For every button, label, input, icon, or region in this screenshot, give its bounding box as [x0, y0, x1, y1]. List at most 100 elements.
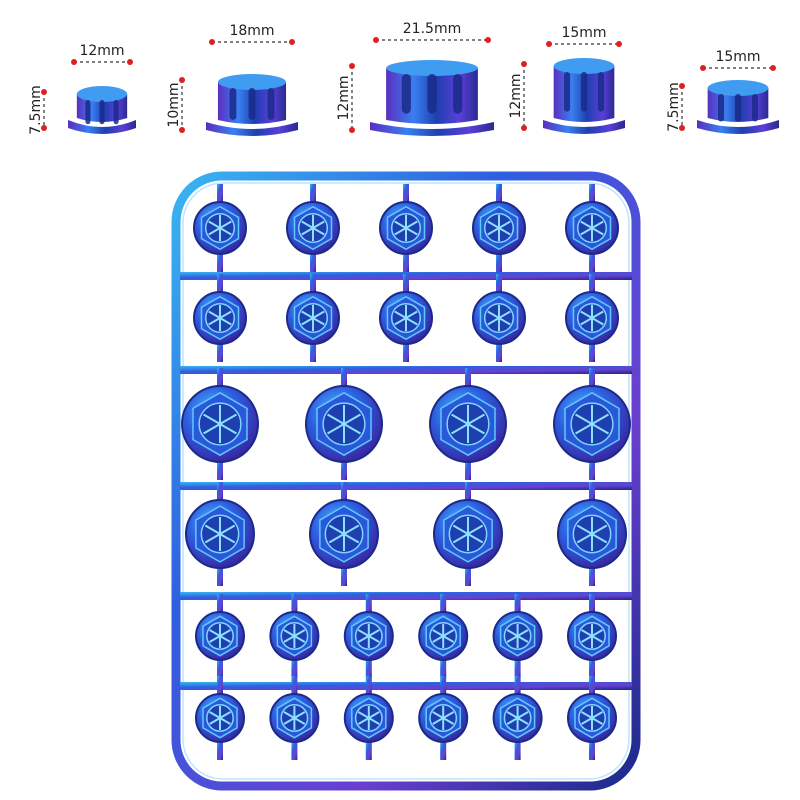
- nut-slot: [229, 88, 237, 120]
- nut-slot: [427, 74, 437, 114]
- sprue-nut: [567, 676, 617, 760]
- nut-slot: [85, 100, 91, 125]
- sprue-gate: [403, 344, 409, 362]
- sprue-gate: [589, 482, 595, 500]
- nut-top: [707, 80, 769, 96]
- sprue-gate: [365, 660, 372, 678]
- dimension-marker: [521, 125, 527, 131]
- height-label: 7.5mm: [28, 85, 44, 135]
- sprue-nut: [418, 676, 469, 760]
- sprue-gate: [514, 676, 521, 694]
- sprue-gate: [440, 594, 447, 612]
- sprue-nut: [565, 274, 619, 362]
- sprue-gate: [217, 482, 223, 500]
- sprue-nut: [181, 368, 259, 480]
- nut-spoke: [487, 220, 511, 236]
- dimension-marker: [71, 59, 77, 65]
- width-label: 15mm: [715, 49, 760, 65]
- sprue-gate: [440, 660, 447, 678]
- sprue-nut: [193, 274, 247, 362]
- sprue-gate: [217, 344, 223, 362]
- sprue-gate: [403, 184, 409, 202]
- sprue-gate: [589, 368, 595, 386]
- sprue-gate: [496, 274, 502, 292]
- sprue-gate: [589, 184, 595, 202]
- nut-slot: [734, 94, 742, 122]
- sprue-frame: [171, 171, 641, 791]
- sprue-nut: [429, 368, 507, 480]
- sprue-nut: [472, 184, 526, 272]
- sprue-nut: [343, 594, 394, 678]
- sprue-gate: [217, 568, 223, 586]
- sprue-gate: [365, 594, 372, 612]
- sprue-runner: [180, 366, 632, 374]
- dimension-marker: [770, 65, 776, 71]
- sprue-nut: [309, 482, 379, 586]
- width-label: 12mm: [79, 43, 124, 59]
- sprue-nut: [343, 676, 394, 760]
- dimension-marker: [546, 41, 552, 47]
- sprue-gate: [465, 368, 471, 386]
- nut-spoke: [575, 413, 609, 435]
- dimension-marker: [616, 41, 622, 47]
- nut-spoke: [581, 629, 603, 643]
- sprue-gate: [310, 184, 316, 202]
- sprue-gate: [310, 274, 316, 292]
- nut-slot: [401, 74, 411, 114]
- sprue-nut: [553, 368, 631, 480]
- nut-slot: [717, 94, 725, 122]
- sprue-gate: [217, 742, 223, 760]
- nut-spoke: [394, 310, 418, 326]
- sprue-nut: [195, 594, 245, 678]
- nut-spoke: [301, 220, 325, 236]
- dimension-marker: [179, 77, 185, 83]
- nut-slot: [113, 100, 119, 125]
- dimension-marker: [289, 39, 295, 45]
- sprue-nut: [379, 274, 433, 362]
- sprue-gate: [589, 274, 595, 292]
- nut-top: [553, 58, 615, 74]
- nut-top: [76, 86, 128, 102]
- nut-flange: [543, 120, 625, 134]
- sprue-nut: [269, 594, 320, 678]
- nut-top: [386, 60, 478, 76]
- nut-spoke: [506, 629, 529, 643]
- nut-spoke: [432, 629, 455, 643]
- nut-flange: [697, 120, 779, 134]
- sprue-nut: [379, 184, 433, 272]
- sprue-runner: [180, 482, 632, 490]
- nut-slot: [580, 72, 588, 112]
- sprue-gate: [496, 184, 502, 202]
- sprue-gate: [403, 274, 409, 292]
- sprue-gate: [514, 660, 521, 678]
- nut-spoke: [208, 220, 232, 236]
- nut-flange: [206, 122, 298, 136]
- nut-spoke: [203, 413, 237, 435]
- dimension-marker: [349, 127, 355, 133]
- sprue-runner: [180, 682, 632, 690]
- nut-spoke: [204, 524, 236, 544]
- nut-spoke: [208, 310, 232, 326]
- sprue-gate: [217, 184, 223, 202]
- sprue-gate: [217, 676, 223, 694]
- nut-flange: [68, 120, 136, 134]
- nut-slot: [248, 88, 256, 120]
- sprue-gate: [514, 742, 521, 760]
- dimension-marker: [41, 125, 47, 131]
- width-label: 15mm: [561, 25, 606, 41]
- dimension-marker: [679, 83, 685, 89]
- sprue-gate: [341, 462, 347, 480]
- sprue-nut: [492, 676, 543, 760]
- nut-spoke: [209, 629, 231, 643]
- sprue-nut: [305, 368, 383, 480]
- sprue-gate: [291, 660, 298, 678]
- sprue-gate: [291, 742, 298, 760]
- nut-size-row: 12mm7.5mm18mm10mm21.5mm12mm15mm12mm15mm7…: [28, 21, 779, 136]
- width-label: 21.5mm: [403, 21, 461, 37]
- height-label: 12mm: [336, 75, 352, 120]
- sprue-gate: [217, 368, 223, 386]
- sprue-gate: [465, 482, 471, 500]
- nut-spoke: [452, 524, 484, 544]
